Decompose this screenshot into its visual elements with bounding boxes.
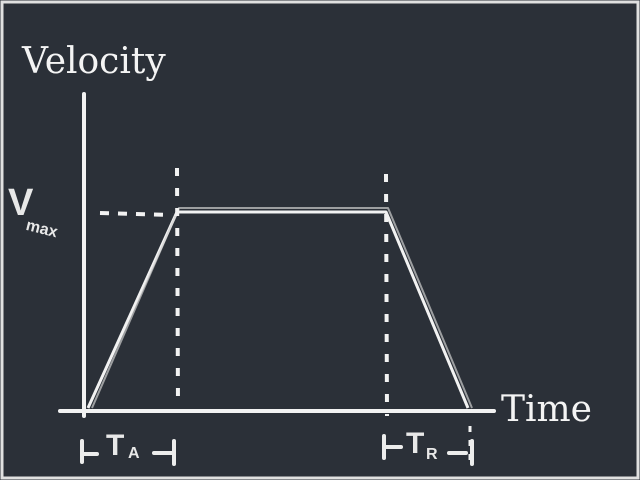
accel-time-bracket: [80, 439, 176, 466]
vmax-label-v: V: [8, 182, 34, 224]
trapezoid-profile: [86, 207, 473, 409]
accel-time-label-t: T: [106, 429, 125, 462]
decel-time-label-subscript: R: [426, 446, 438, 463]
decel-time-label-t: T: [406, 427, 425, 460]
velocity-axis-label: Velocity: [22, 41, 166, 82]
accel-end-dashed-line: [175, 167, 180, 409]
decel-start-dashed-line: [384, 173, 389, 417]
accel-time-label-subscript: A: [128, 445, 140, 462]
vmax-dashed-line: [99, 211, 173, 217]
decel-time-bracket: [382, 434, 474, 466]
time-axis-label: Time: [501, 389, 592, 430]
